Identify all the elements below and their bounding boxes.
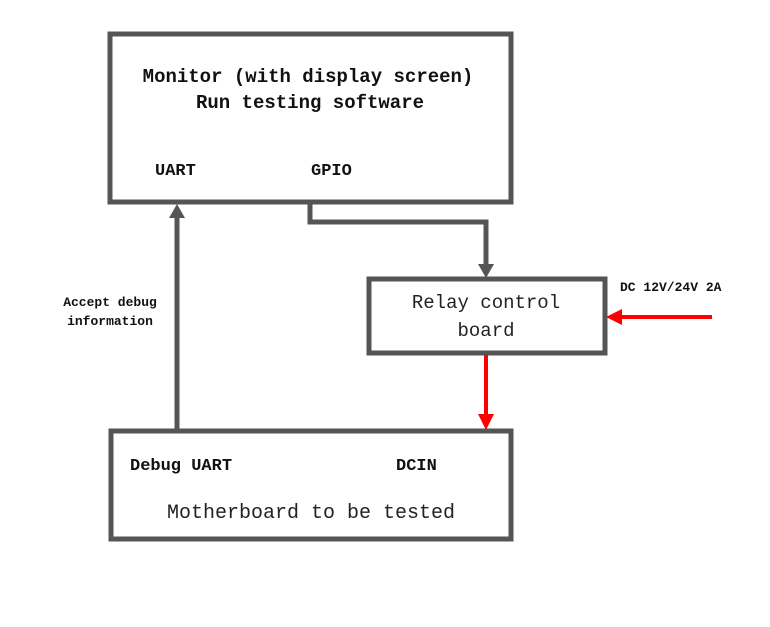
motherboard-debug-uart-port: Debug UART	[130, 457, 232, 476]
debug-edge-label-line1: Accept debug	[63, 295, 157, 310]
arrow-down-icon	[478, 414, 494, 430]
motherboard-dcin-port: DCIN	[396, 457, 437, 476]
gpio-connector-line	[307, 202, 489, 266]
power-input-label: DC 12V/24V 2A	[620, 280, 722, 295]
relay-to-dcin-edge	[478, 355, 494, 430]
relay-node: Relay control board	[366, 276, 608, 356]
relay-label-line1: Relay control	[412, 292, 560, 314]
monitor-uart-port: UART	[155, 162, 196, 181]
arrow-down-icon	[478, 264, 494, 278]
motherboard-label: Motherboard to be tested	[167, 502, 455, 525]
monitor-subtitle: Run testing software	[196, 92, 424, 114]
arrow-up-icon	[169, 204, 185, 218]
debug-edge-label-line2: information	[67, 314, 153, 329]
debug-to-monitor-edge: Accept debug information	[63, 204, 185, 430]
monitor-box	[107, 31, 514, 205]
arrow-left-icon	[606, 309, 622, 325]
monitor-title: Monitor (with display screen)	[143, 66, 474, 88]
monitor-node: Monitor (with display screen) Run testin…	[107, 31, 514, 205]
gpio-to-relay-edge	[307, 202, 494, 278]
relay-box	[366, 276, 608, 356]
motherboard-box	[108, 428, 514, 542]
relay-label-line2: board	[457, 320, 514, 342]
monitor-gpio-port: GPIO	[311, 162, 352, 181]
motherboard-node: Debug UART DCIN Motherboard to be tested	[108, 428, 514, 542]
power-input-edge: DC 12V/24V 2A	[606, 280, 722, 325]
